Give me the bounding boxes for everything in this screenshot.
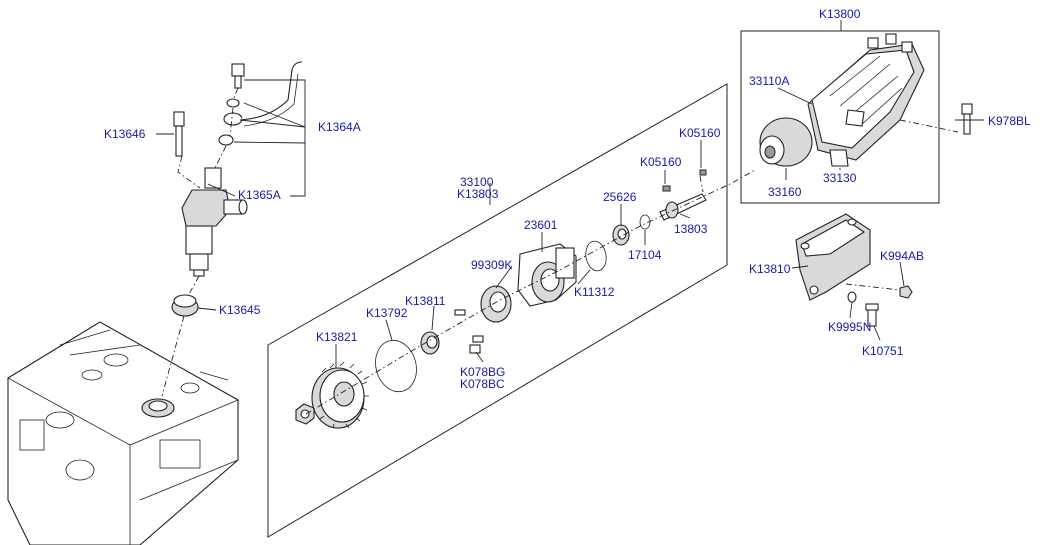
main-assembly-frame — [267, 83, 728, 538]
label-33130[interactable]: 33130 — [823, 171, 857, 185]
label-k05160-top[interactable]: K05160 — [679, 126, 721, 140]
label-k9995n[interactable]: K9995N — [828, 320, 871, 334]
label-k10751[interactable]: K10751 — [862, 344, 904, 358]
label-k13821[interactable]: K13821 — [316, 330, 358, 344]
label-k078bc[interactable]: K078BC — [460, 377, 505, 391]
cylinder-head-illustration — [7, 321, 239, 545]
label-k05160-mid[interactable]: K05160 — [640, 155, 682, 169]
label-k13810[interactable]: K13810 — [749, 262, 791, 276]
label-33100[interactable]: 33100 — [460, 175, 494, 189]
label-99309k[interactable]: 99309K — [471, 258, 512, 272]
label-k978bl[interactable]: K978BL — [988, 114, 1031, 128]
label-17104[interactable]: 17104 — [628, 248, 662, 262]
label-23601[interactable]: 23601 — [524, 218, 558, 232]
label-13803[interactable]: 13803 — [674, 222, 708, 236]
label-k994ab[interactable]: K994AB — [880, 249, 924, 263]
label-25626[interactable]: 25626 — [603, 190, 637, 204]
label-33110a[interactable]: 33110A — [749, 74, 789, 88]
injection-pump-illustration — [759, 33, 973, 167]
label-33160[interactable]: 33160 — [768, 185, 802, 199]
injector-assembly-illustration — [161, 61, 303, 397]
injection-pump-frame — [740, 30, 940, 204]
main-assembly-illustration — [295, 169, 756, 429]
label-k1364a[interactable]: K1364A — [318, 120, 361, 134]
label-k11312[interactable]: K11312 — [574, 285, 615, 299]
bracket-illustration — [795, 213, 913, 327]
label-k1365a[interactable]: K1365A — [238, 188, 281, 202]
label-k13811[interactable]: K13811 — [405, 294, 446, 308]
label-k13792[interactable]: K13792 — [366, 306, 408, 320]
leader-lines — [156, 20, 984, 368]
label-k13800[interactable]: K13800 — [819, 7, 861, 21]
label-k13646[interactable]: K13646 — [104, 127, 146, 141]
label-k13645[interactable]: K13645 — [219, 303, 261, 317]
label-k078bg[interactable]: K078BG — [460, 365, 505, 379]
label-k13803[interactable]: K13803 — [457, 187, 499, 201]
